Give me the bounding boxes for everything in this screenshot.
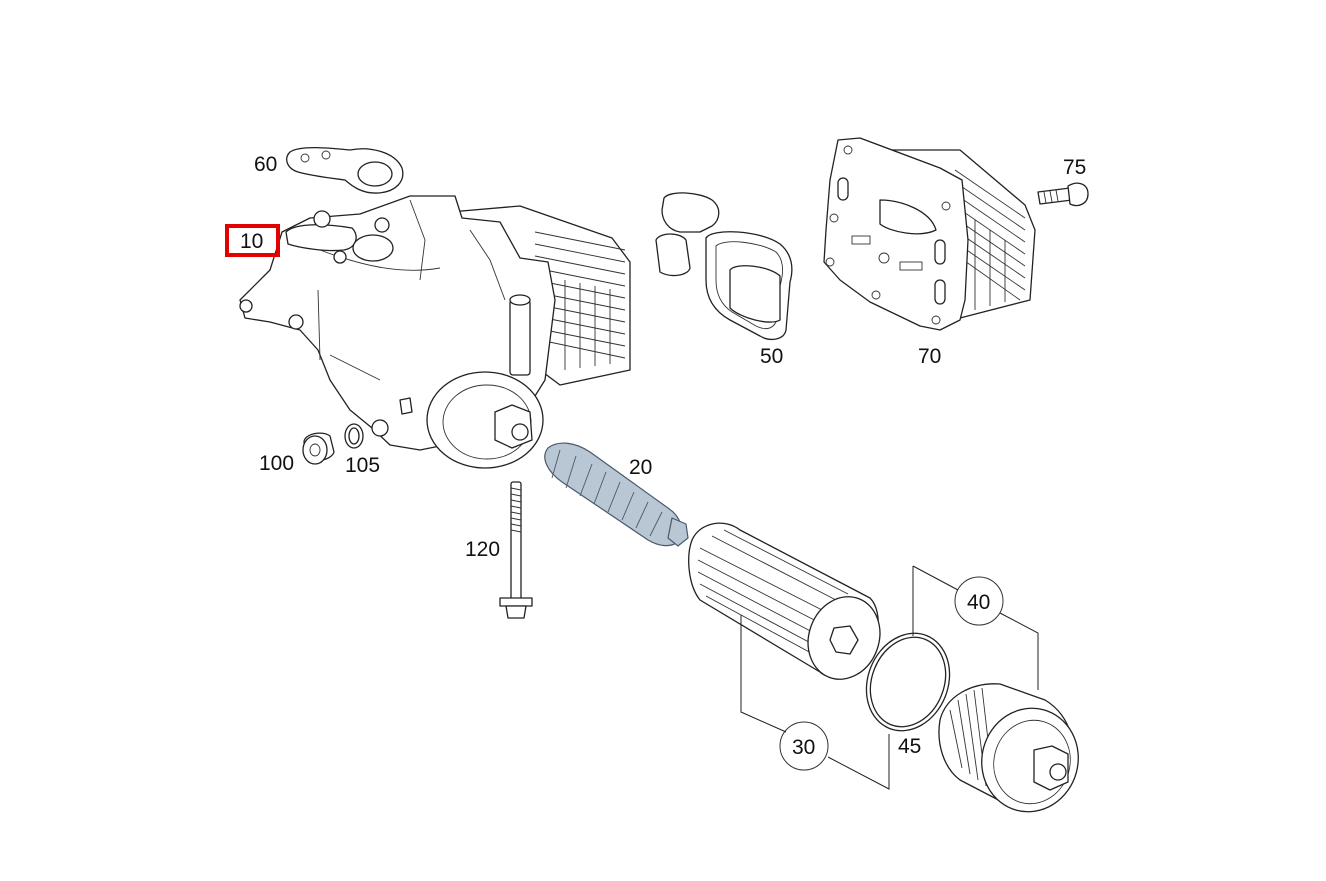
part-30-filter-element[interactable]	[688, 522, 892, 689]
part-70-oil-cooler[interactable]	[823, 137, 1036, 331]
part-105-seal-ring[interactable]	[344, 423, 364, 449]
label-70[interactable]: 70	[918, 345, 941, 368]
label-45[interactable]: 45	[898, 735, 921, 758]
label-120[interactable]: 120	[465, 538, 500, 561]
part-20-strainer[interactable]	[544, 442, 689, 547]
part-45-o-ring[interactable]	[852, 621, 964, 744]
part-120-bolt[interactable]	[499, 481, 533, 619]
part-50-gasket[interactable]	[655, 192, 793, 341]
leader-lines	[740, 565, 1039, 790]
label-75[interactable]: 75	[1063, 156, 1086, 179]
label-10[interactable]: 10	[240, 230, 263, 253]
label-40[interactable]: 40	[967, 591, 990, 614]
part-100-plug[interactable]	[302, 432, 335, 465]
callout-circle-30	[779, 721, 829, 771]
part-60-gasket[interactable]	[286, 146, 404, 194]
label-50[interactable]: 50	[760, 345, 783, 368]
part-10-filter-housing[interactable]	[239, 195, 631, 469]
label-20[interactable]: 20	[629, 456, 652, 479]
label-100[interactable]: 100	[259, 452, 294, 475]
label-30[interactable]: 30	[792, 736, 815, 759]
label-105[interactable]: 105	[345, 454, 380, 477]
highlight-box-10	[225, 224, 280, 257]
part-40-filter-cap[interactable]	[938, 683, 1090, 823]
part-75-bolt[interactable]	[1037, 182, 1089, 207]
label-60[interactable]: 60	[254, 153, 277, 176]
callout-circle-40	[954, 576, 1004, 626]
